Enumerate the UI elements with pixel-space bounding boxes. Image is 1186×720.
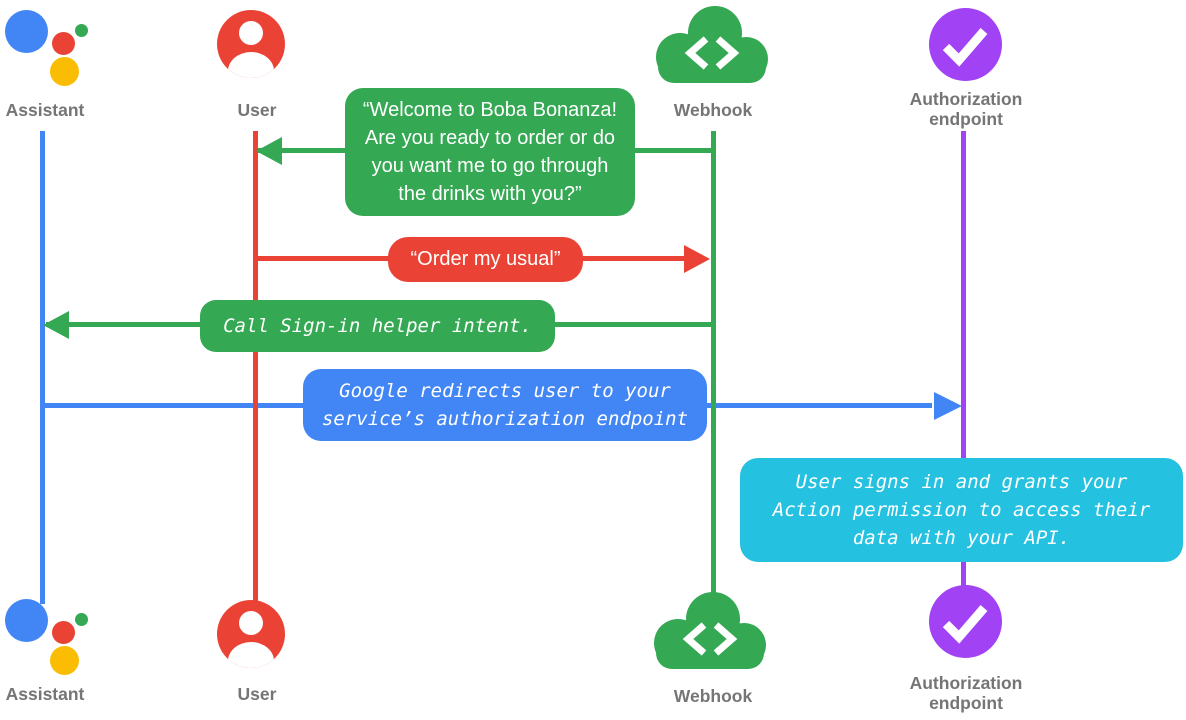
code-bracket-right [715, 36, 740, 70]
google-assistant-icon [4, 597, 94, 677]
code-bracket-right [713, 622, 738, 656]
assistant-green-dot [75, 613, 88, 626]
assistant-yellow-circle [50, 57, 79, 86]
user-label: User [237, 684, 277, 704]
user-body-shape [228, 642, 274, 668]
message-order-my-usual: “Order my usual” [388, 237, 583, 282]
cloud-code-icon [656, 6, 768, 83]
assistant-label: Assistant [5, 684, 85, 704]
check-circle-icon [929, 8, 1002, 81]
assistant-lifeline [40, 131, 45, 604]
assistant-red-circle [52, 32, 75, 55]
assistant-label: Assistant [5, 100, 85, 120]
arrowhead-right-icon [934, 392, 962, 420]
user-head-shape [239, 611, 263, 635]
authorization-endpoint-label: Authorization endpoint [909, 673, 1023, 713]
message-call-sign-in-helper: Call Sign-in helper intent. [200, 300, 555, 352]
assistant-blue-circle [5, 10, 48, 53]
webhook-label: Webhook [673, 686, 753, 706]
arrowhead-left-icon [43, 311, 69, 339]
user-icon [217, 600, 285, 668]
google-assistant-icon [4, 8, 94, 88]
assistant-red-circle [52, 621, 75, 644]
arrowhead-right-icon [684, 245, 710, 273]
user-head-shape [239, 21, 263, 45]
webhook-label: Webhook [673, 100, 753, 120]
webhook-lifeline [711, 131, 716, 604]
assistant-yellow-circle [50, 646, 79, 675]
user-lifeline [253, 131, 258, 604]
message-user-signs-in: User signs in and grants your Action per… [740, 458, 1183, 562]
code-bracket-left [684, 36, 709, 70]
user-label: User [237, 100, 277, 120]
user-body-shape [228, 52, 274, 78]
check-circle-icon [929, 585, 1002, 658]
check-mark [942, 28, 988, 67]
user-icon [217, 10, 285, 78]
arrowhead-left-icon [256, 137, 282, 165]
code-bracket-left [682, 622, 707, 656]
assistant-blue-circle [5, 599, 48, 642]
assistant-green-dot [75, 24, 88, 37]
cloud-code-icon [654, 592, 766, 669]
check-mark [942, 605, 988, 644]
message-welcome: “Welcome to Boba Bonanza! Are you ready … [345, 88, 635, 216]
message-google-redirects: Google redirects user to your service’s … [303, 369, 707, 441]
authorization-endpoint-lifeline [961, 131, 966, 604]
authorization-endpoint-label: Authorization endpoint [909, 89, 1023, 129]
